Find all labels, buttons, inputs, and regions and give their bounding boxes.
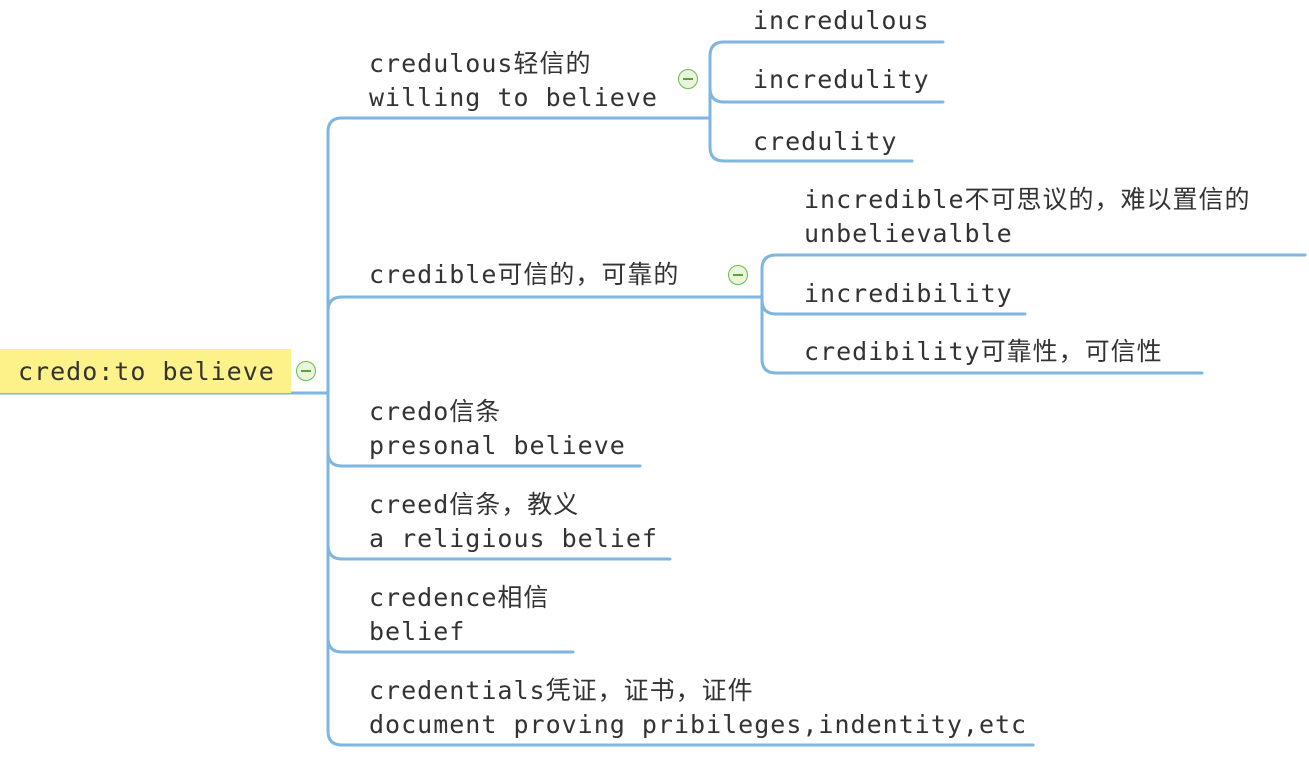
branch-credulous-title: credulous轻信的	[369, 49, 592, 78]
connector	[326, 295, 344, 313]
connector	[760, 253, 778, 375]
branch-credentials-definition: document proving pribileges,indentity,et…	[369, 710, 1028, 739]
subtopic-incredible-definition: unbelievalble	[804, 219, 1013, 248]
subtopic-credibility: credibility可靠性，可信性	[804, 337, 1163, 366]
branch-credence-title: credence相信	[369, 583, 550, 612]
connector	[326, 543, 344, 561]
collapse-icon[interactable]	[728, 265, 748, 285]
branch-creed-title: creed信条，教义	[369, 490, 580, 519]
branch-credentials-title: credentials凭证，证书，证件	[369, 676, 754, 705]
branch-credulous-definition: willing to believe	[369, 83, 658, 112]
connector	[708, 86, 726, 104]
root-topic[interactable]: credo:to believe	[0, 349, 291, 393]
subtopic-incredible-title: incredible不可思议的，难以置信的	[804, 185, 1251, 214]
collapse-icon[interactable]	[296, 361, 316, 381]
branch-creed-definition: a religious belief	[369, 524, 658, 553]
connector	[326, 116, 344, 747]
connector	[708, 40, 726, 163]
subtopic-incredibility: incredibility	[804, 279, 1013, 308]
collapse-icon[interactable]	[678, 69, 698, 89]
root-label: credo:to believe	[18, 357, 275, 386]
connector	[760, 298, 778, 316]
subtopic-credulity: credulity	[753, 127, 898, 156]
branch-credible-title: credible可信的，可靠的	[369, 260, 680, 289]
subtopic-incredulity: incredulity	[753, 65, 930, 94]
branch-credence-definition: belief	[369, 617, 466, 646]
branch-credo-definition: presonal believe	[369, 431, 626, 460]
connector	[326, 636, 344, 654]
branch-credo-title: credo信条	[369, 397, 502, 426]
connector	[326, 450, 344, 468]
subtopic-incredulous: incredulous	[753, 6, 930, 35]
